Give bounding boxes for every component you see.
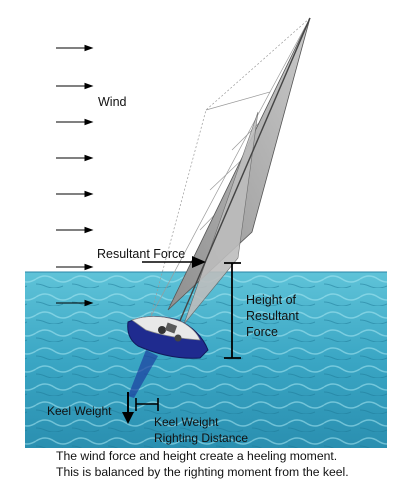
righting-distance-line1: Keel Weight — [154, 415, 219, 429]
wind-arrow — [56, 190, 94, 198]
height-label-line1: Height of — [246, 293, 297, 307]
resultant-force-arrow — [142, 256, 206, 268]
height-label-line3: Force — [246, 325, 278, 339]
righting-distance-label: Keel Weight Righting Distance — [154, 414, 248, 446]
wind-arrow — [56, 226, 94, 234]
wind-arrow — [56, 82, 94, 90]
caption-line1: The wind force and height create a heeli… — [56, 449, 338, 463]
mainsail — [167, 17, 311, 311]
height-bracket — [224, 262, 241, 359]
jib — [183, 111, 259, 325]
height-label-line2: Resultant — [246, 309, 299, 323]
hull — [127, 316, 209, 359]
keel-weight-label: Keel Weight — [47, 404, 112, 418]
wind-arrow — [56, 44, 94, 52]
wind-arrows — [56, 44, 94, 307]
caption: The wind force and height create a heeli… — [56, 448, 349, 480]
resultant-force-label: Resultant Force — [97, 247, 186, 261]
righting-distance-line2: Righting Distance — [154, 431, 249, 445]
wind-arrow — [56, 154, 94, 162]
keel — [128, 350, 158, 398]
mast — [175, 17, 311, 331]
caption-line2: This is balanced by the righting moment … — [56, 465, 349, 479]
wind-arrow — [56, 118, 94, 126]
wind-label: Wind — [98, 95, 127, 109]
wind-arrow — [56, 263, 94, 271]
keel-weight-arrow — [122, 392, 134, 424]
height-label: Height of Resultant Force — [246, 292, 299, 340]
wind-arrow — [56, 299, 94, 307]
righting-distance-bracket — [135, 398, 159, 411]
